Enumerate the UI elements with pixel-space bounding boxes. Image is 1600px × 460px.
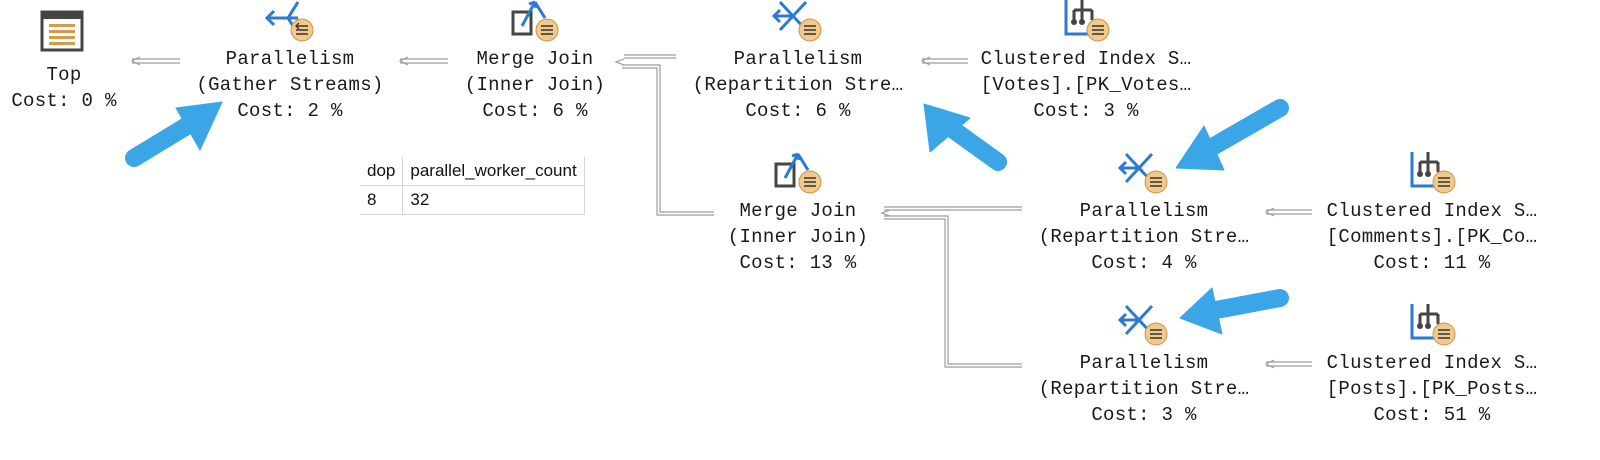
merge-join-icon [507,0,563,42]
node-comments-cost: Cost: 11 % [1373,252,1491,274]
plan-node-repartition-3[interactable]: Parallelism (Repartition Stre… Cost: 3 % [1024,300,1264,428]
plan-node-top[interactable]: Top Cost: 0 % [4,10,124,114]
node-merge1-sub: (Inner Join) [464,74,606,96]
node-top-cost: Cost: 0 % [11,90,117,112]
node-posts-cost: Cost: 51 % [1373,404,1491,426]
node-repart3-cost: Cost: 3 % [1091,404,1197,426]
node-repart1-cost: Cost: 6 % [745,100,851,122]
plan-node-clustered-index-comments[interactable]: Clustered Index S… [Comments].[PK_Co… Co… [1312,148,1552,276]
clustered-index-scan-icon [1404,148,1460,194]
parallelism-repartition-icon [1116,148,1172,194]
parallelism-gather-icon [262,0,318,42]
plan-node-repartition-1[interactable]: Parallelism (Repartition Stre… Cost: 6 % [678,0,918,124]
stats-data-row: 8 32 [360,185,585,215]
stats-header-worker-count[interactable]: parallel_worker_count [402,157,585,186]
parallelism-repartition-icon [1116,300,1172,346]
node-repart2-cost: Cost: 4 % [1091,252,1197,274]
top-operator-icon [36,10,92,56]
node-posts-sub: [Posts].[PK_Posts… [1326,378,1538,400]
plan-node-clustered-index-posts[interactable]: Clustered Index S… [Posts].[PK_Posts… Co… [1312,300,1552,428]
node-top-name: Top [46,64,82,86]
parallelism-repartition-icon [770,0,826,42]
merge-join-icon [770,148,826,194]
node-gather-name: Parallelism [225,48,355,70]
node-votes-sub: [Votes].[PK_Votes… [980,74,1192,96]
plan-node-merge-join-1[interactable]: Merge Join (Inner Join) Cost: 6 % [450,0,620,124]
node-repart3-sub: (Repartition Stre… [1038,378,1250,400]
connector-merge2-merge1 [622,64,714,213]
plan-node-clustered-index-votes[interactable]: Clustered Index S… [Votes].[PK_Votes… Co… [966,0,1206,124]
stats-header-row: dop parallel_worker_count [360,157,585,186]
node-merge1-name: Merge Join [476,48,594,70]
node-merge2-name: Merge Join [739,200,857,222]
stats-header-dop[interactable]: dop [360,157,404,186]
node-votes-name: Clustered Index S… [980,48,1192,70]
plan-node-repartition-2[interactable]: Parallelism (Repartition Stre… Cost: 4 % [1024,148,1264,276]
node-repart3-name: Parallelism [1079,352,1209,374]
parallel-stats-grid: dop parallel_worker_count 8 32 [360,157,585,215]
node-merge2-sub: (Inner Join) [727,226,869,248]
clustered-index-scan-icon [1404,300,1460,346]
stats-cell-worker-count[interactable]: 32 [402,185,585,215]
node-comments-name: Clustered Index S… [1326,200,1538,222]
node-merge1-cost: Cost: 6 % [482,100,588,122]
stats-cell-dop[interactable]: 8 [360,185,404,215]
node-votes-cost: Cost: 3 % [1033,100,1139,122]
node-repart1-sub: (Repartition Stre… [692,74,904,96]
plan-node-merge-join-2[interactable]: Merge Join (Inner Join) Cost: 13 % [714,148,882,276]
node-repart2-sub: (Repartition Stre… [1038,226,1250,248]
node-merge2-cost: Cost: 13 % [739,252,857,274]
node-comments-sub: [Comments].[PK_Co… [1326,226,1538,248]
node-posts-name: Clustered Index S… [1326,352,1538,374]
plan-node-gather-streams[interactable]: Parallelism (Gather Streams) Cost: 2 % [180,0,400,124]
node-repart1-name: Parallelism [733,48,863,70]
node-repart2-name: Parallelism [1079,200,1209,222]
clustered-index-scan-icon [1058,0,1114,42]
node-gather-cost: Cost: 2 % [237,100,343,122]
connector-repart3-merge2 [884,215,1022,365]
node-gather-sub: (Gather Streams) [196,74,384,96]
